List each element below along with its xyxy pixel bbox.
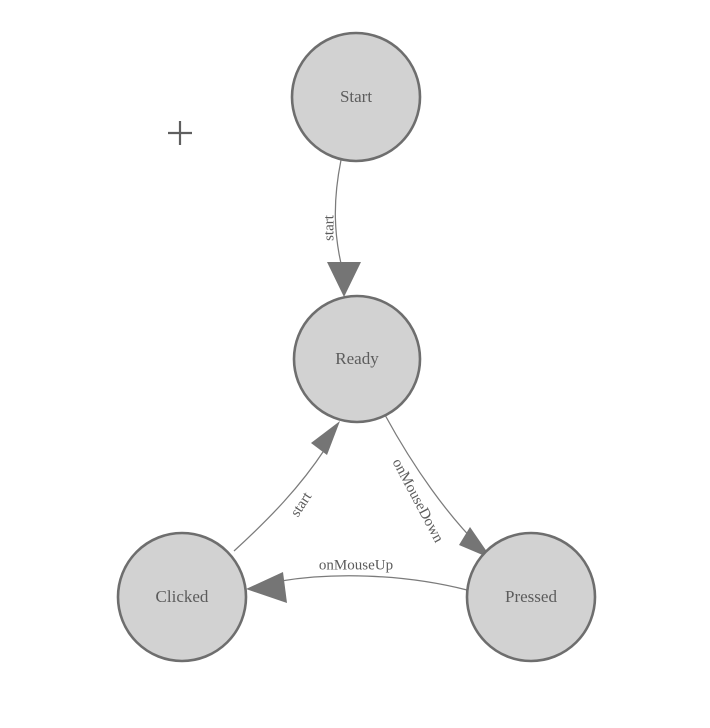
plus-icon	[168, 121, 192, 145]
edge-start-to-ready-label: start	[321, 214, 337, 241]
node-ready-label: Ready	[335, 349, 379, 368]
edge-start-to-ready[interactable]: start	[321, 159, 361, 297]
node-pressed-circle[interactable]	[465, 531, 597, 663]
node-ready[interactable]: Ready	[292, 294, 422, 424]
node-start-label: Start	[340, 87, 372, 106]
edge-ready-to-pressed[interactable]: onMouseDown	[384, 414, 492, 559]
edge-clicked-to-ready[interactable]: start	[233, 421, 340, 552]
edge-ready-to-pressed-arrowhead	[459, 527, 492, 559]
edge-pressed-to-clicked-label: onMouseUp	[319, 557, 393, 573]
edge-pressed-to-clicked-path	[280, 575, 468, 591]
edge-clicked-to-ready-label: start	[288, 489, 316, 520]
node-ready-circle[interactable]	[292, 294, 422, 424]
edge-pressed-to-clicked[interactable]: onMouseUp	[246, 557, 468, 603]
edge-pressed-to-clicked-arrowhead	[246, 572, 287, 603]
node-clicked-circle[interactable]	[116, 531, 248, 663]
node-start[interactable]: Start	[290, 31, 422, 163]
node-pressed-label: Pressed	[505, 587, 557, 606]
node-start-circle[interactable]	[290, 31, 422, 163]
node-pressed[interactable]: Pressed	[465, 531, 597, 663]
edge-clicked-to-ready-arrowhead	[311, 421, 340, 455]
node-clicked[interactable]: Clicked	[116, 531, 248, 663]
node-clicked-label: Clicked	[156, 587, 209, 606]
edge-clicked-to-ready-path	[233, 448, 326, 552]
edge-start-to-ready-arrowhead	[327, 262, 361, 297]
